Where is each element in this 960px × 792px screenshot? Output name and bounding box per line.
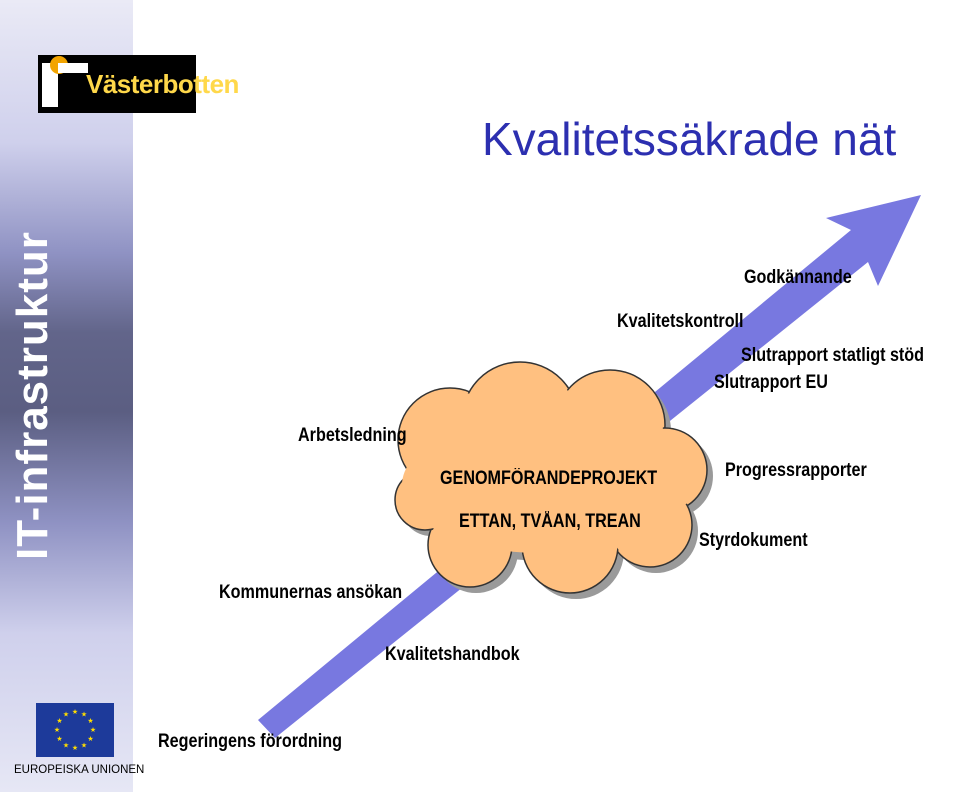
page-title: Kvalitetssäkrade nät [482,113,897,165]
eu-flag: ★ ★ ★ ★ ★ ★ ★ ★ ★ ★ ★ ★ [36,703,114,757]
logo-t-bar [58,63,88,73]
label-kvalitetshandbok: Kvalitetshandbok [385,644,520,665]
eu-stars-icon: ★ ★ ★ ★ ★ ★ ★ ★ ★ ★ ★ ★ [54,708,96,752]
label-progressrapporter: Progressrapporter [725,460,867,481]
svg-text:★: ★ [87,717,93,725]
cloud-line-2: ETTAN, TVÅAN, TREAN [459,511,641,532]
label-regeringens-forordning: Regeringens förordning [158,731,342,752]
svg-text:★: ★ [63,711,69,719]
label-styrdokument: Styrdokument [699,530,808,551]
logo-text: Västerbotten [86,69,239,99]
svg-text:★: ★ [81,711,87,719]
svg-text:★: ★ [63,742,69,750]
svg-text:★: ★ [87,735,93,743]
it-vasterbotten-logo: Västerbotten [38,55,239,113]
label-kommunernas-ansokan: Kommunernas ansökan [219,582,403,603]
cloud-inner-fill [397,364,705,591]
svg-text:★: ★ [54,726,60,734]
sidebar [0,0,133,792]
svg-text:★: ★ [72,708,78,716]
label-arbetsledning: Arbetsledning [298,425,407,446]
cloud-line-1: GENOMFÖRANDEPROJEKT [440,468,658,489]
svg-text:★: ★ [56,735,62,743]
svg-text:★: ★ [81,742,87,750]
svg-text:★: ★ [90,726,96,734]
svg-text:★: ★ [56,717,62,725]
label-slutrapport-statligt: Slutrapport statligt stöd [741,345,925,366]
eu-caption: EUROPEISKA UNIONEN [14,764,145,776]
svg-text:★: ★ [72,744,78,752]
label-godkannande: Godkännande [744,267,852,288]
logo-i-shape [42,63,58,107]
label-slutrapport-eu: Slutrapport EU [714,372,828,393]
label-kvalitetskontroll: Kvalitetskontroll [617,311,744,332]
